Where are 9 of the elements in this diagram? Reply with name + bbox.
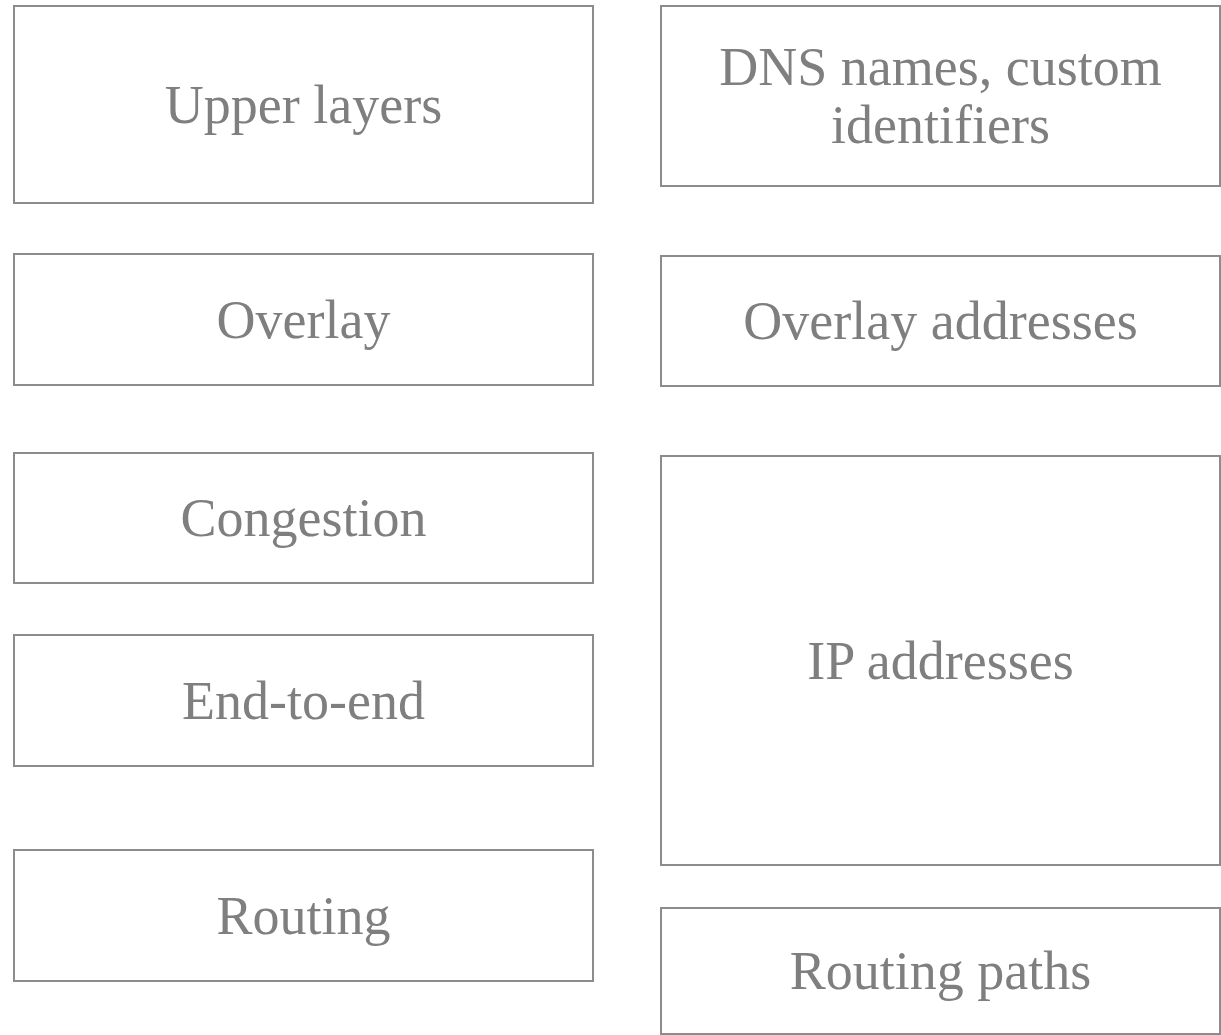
layer-box: IP addresses (660, 455, 1221, 866)
layer-box: Upper layers (13, 5, 594, 204)
layer-box: Congestion (13, 452, 594, 584)
layer-box: DNS names, custom identifiers (660, 5, 1221, 187)
layer-box: Routing (13, 849, 594, 982)
layer-box: Overlay (13, 253, 594, 386)
layer-box: End-to-end (13, 634, 594, 767)
layer-box: Overlay addresses (660, 255, 1221, 387)
layer-box: Routing paths (660, 907, 1221, 1035)
